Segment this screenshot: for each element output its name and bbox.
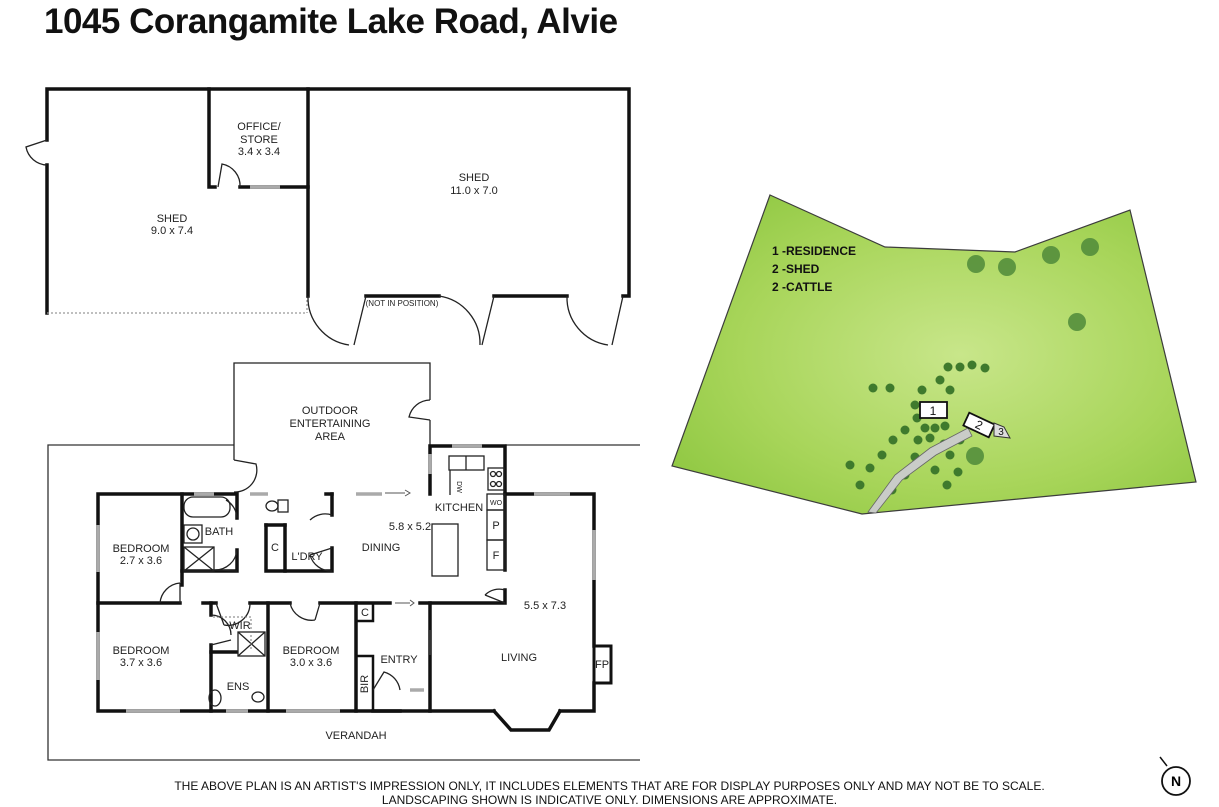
bath-label: BATH	[205, 526, 234, 538]
tree-icon	[942, 480, 952, 490]
legend-item-residence: 1 -RESIDENCE	[772, 244, 856, 258]
closet-label: C	[271, 542, 279, 554]
tree-icon	[1068, 313, 1086, 331]
tree-icon	[845, 460, 855, 470]
tree-icon	[945, 450, 955, 460]
wir-label: WIR	[229, 620, 250, 632]
wall-oven-label: WO	[490, 500, 503, 507]
tree-icon	[855, 480, 865, 490]
outdoor-label-2: ENTERTAINING	[290, 418, 371, 430]
tree-icon	[925, 433, 935, 443]
tree-icon	[940, 421, 950, 431]
tree-icon	[953, 467, 963, 477]
bedroom2-size: 3.7 x 3.6	[120, 657, 162, 669]
office-label: OFFICE/	[237, 121, 281, 133]
living-size: 5.5 x 7.3	[524, 600, 566, 612]
fireplace-label: FP	[595, 659, 609, 671]
bedroom2-label: BEDROOM	[113, 645, 170, 657]
closet2-label: C	[361, 607, 369, 619]
tree-icon	[930, 465, 940, 475]
shed-left-label: SHED	[157, 213, 188, 225]
marker-residence: 1	[930, 404, 937, 418]
disclaimer-line-1: THE ABOVE PLAN IS AN ARTIST'S IMPRESSION…	[174, 779, 1045, 793]
tree-icon	[980, 363, 990, 373]
tree-icon	[913, 435, 923, 445]
bedroom3-label: BEDROOM	[283, 645, 340, 657]
not-in-position-note: (NOT IN POSITION)	[366, 299, 439, 308]
shed-right-label: SHED	[459, 172, 490, 184]
tree-icon	[966, 447, 984, 465]
tree-icon	[935, 375, 945, 385]
bedroom3-size: 3.0 x 3.6	[290, 657, 332, 669]
pantry-label: P	[492, 520, 499, 532]
driveway	[867, 427, 973, 514]
bedroom1-label: BEDROOM	[113, 543, 170, 555]
dining-label: DINING	[362, 542, 401, 554]
disclaimer-line-2: LANDSCAPING SHOWN IS INDICATIVE ONLY. DI…	[381, 793, 838, 807]
entry-label: ENTRY	[380, 654, 418, 666]
north-label: N	[1171, 773, 1181, 789]
tree-icon	[1081, 238, 1099, 256]
tree-icon	[943, 362, 953, 372]
shed-right-size: 11.0 x 7.0	[450, 185, 498, 197]
tree-icon	[967, 360, 977, 370]
tree-icon	[967, 255, 985, 273]
tree-icon	[1042, 246, 1060, 264]
tree-group	[845, 238, 1099, 495]
ensuite-label: ENS	[227, 681, 250, 693]
tree-icon	[998, 258, 1016, 276]
tree-icon	[865, 463, 875, 473]
fridge-label: F	[493, 550, 500, 562]
kitchen-label: KITCHEN	[435, 502, 483, 514]
tree-icon	[917, 385, 927, 395]
tree-icon	[955, 362, 965, 372]
marker-cattle: 3	[998, 427, 1004, 438]
house-floorplan: OUTDOOR ENTERTAINING AREA BEDROOM 2.7 x …	[47, 362, 640, 761]
tree-icon	[885, 383, 895, 393]
bir-label: BIR	[359, 675, 371, 693]
bedroom1-size: 2.7 x 3.6	[120, 555, 162, 567]
verandah-label: VERANDAH	[325, 730, 386, 742]
tree-icon	[930, 423, 940, 433]
dining-size: 5.8 x 5.2	[389, 521, 431, 533]
dishwasher-label: DW	[455, 481, 462, 493]
tree-icon	[868, 383, 878, 393]
laundry-label: L'DRY	[291, 551, 323, 563]
outdoor-label-1: OUTDOOR	[302, 405, 358, 417]
living-label: LIVING	[501, 652, 537, 664]
legend-item-cattle: 2 -CATTLE	[772, 280, 832, 294]
tree-icon	[877, 450, 887, 460]
tree-icon	[888, 435, 898, 445]
shed-floorplan: OFFICE/ STORE 3.4 x 3.4 SHED 9.0 x 7.4 S…	[25, 87, 631, 346]
site-plan: 1 -RESIDENCE 2 -SHED 2 -CATTLE 1 2 3	[671, 194, 1197, 515]
tree-icon	[910, 400, 920, 410]
legend-item-shed: 2 -SHED	[772, 262, 820, 276]
property-boundary	[671, 194, 1197, 515]
tree-icon	[945, 385, 955, 395]
office-label-2: STORE	[240, 134, 278, 146]
tree-icon	[920, 423, 930, 433]
outdoor-label-3: AREA	[315, 431, 346, 443]
north-arrow-icon: N	[1159, 756, 1191, 796]
shed-left-size: 9.0 x 7.4	[151, 225, 193, 237]
disclaimer: THE ABOVE PLAN IS AN ARTIST'S IMPRESSION…	[0, 779, 1219, 807]
office-size: 3.4 x 3.4	[238, 146, 280, 158]
page-title: 1045 Corangamite Lake Road, Alvie	[44, 2, 618, 41]
tree-icon	[900, 425, 910, 435]
